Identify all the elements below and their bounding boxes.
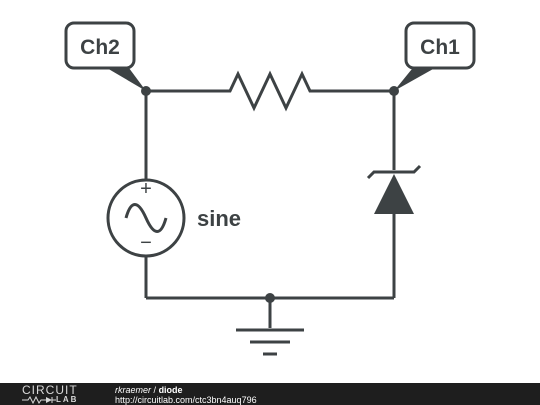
logo-text-bottom: LAB (56, 395, 79, 404)
source-plus-sign: + (140, 178, 152, 200)
junction-dots (141, 86, 399, 303)
circuitlab-logo[interactable]: CIRCUIT LAB (22, 384, 102, 404)
probe-ch2-label: Ch2 (80, 36, 120, 59)
title-separator: / (153, 385, 157, 395)
zener-diode (366, 164, 422, 214)
sine-voltage-source: + − (106, 178, 186, 258)
logo-text-top: CIRCUIT (22, 383, 78, 397)
circuit-schematic: + − sine Ch2 Ch1 (64, 21, 476, 356)
probe-ch1: Ch1 (394, 21, 476, 91)
junction-node-ground (265, 293, 275, 303)
source-minus-sign: − (140, 232, 152, 254)
ground-symbol (236, 328, 304, 356)
footer-meta: rkraemer / diode http://circuitlab.com/c… (115, 385, 257, 405)
circuit-title: diode (158, 385, 183, 395)
circuit-url-link[interactable]: http://circuitlab.com/ctc3bn4auq796 (115, 395, 257, 405)
footer-bar: CIRCUIT LAB rkraemer / diode http://circ… (0, 383, 540, 405)
probe-ch1-label: Ch1 (420, 36, 460, 59)
logo-wave-icon (22, 396, 56, 404)
probe-ch2: Ch2 (64, 21, 146, 91)
sine-wave-icon (124, 203, 168, 233)
source-label: sine (197, 206, 241, 231)
resistor (222, 70, 318, 112)
author-name[interactable]: rkraemer (115, 385, 152, 395)
